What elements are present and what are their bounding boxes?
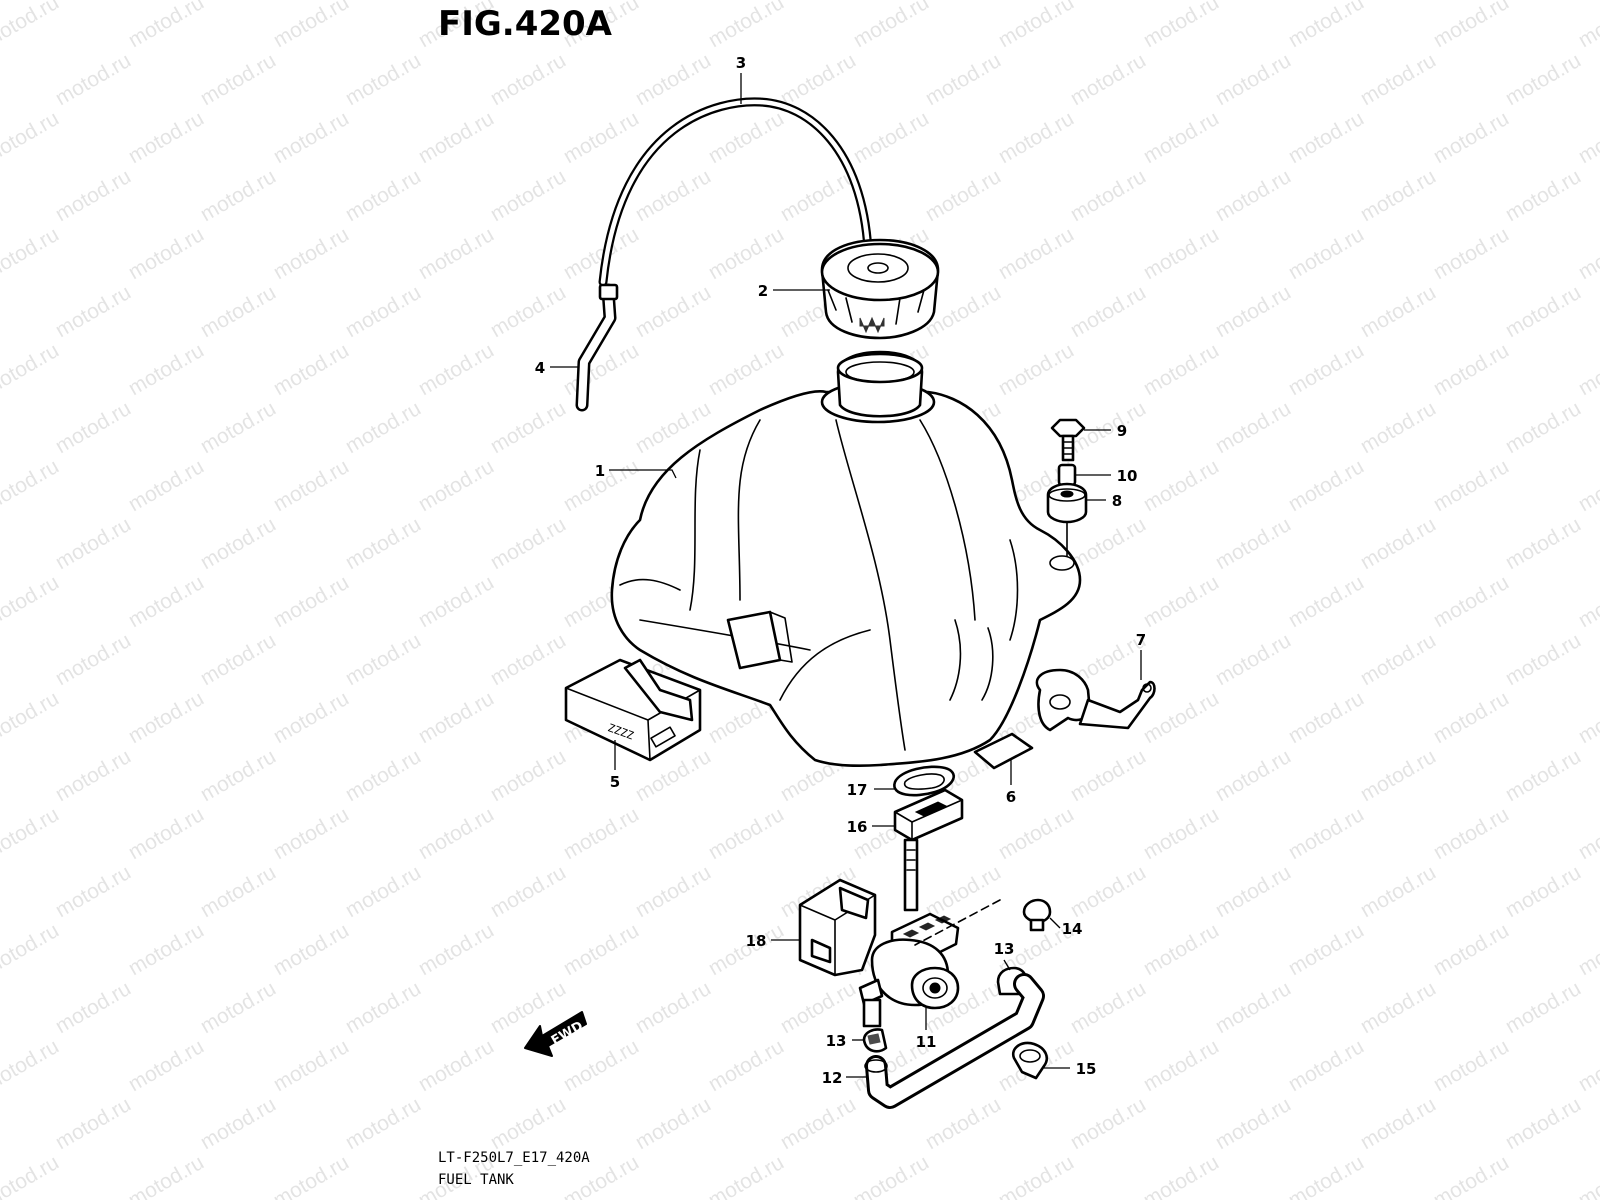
part-label-13-upper: 13 — [994, 940, 1015, 958]
part-label-10: 10 — [1117, 467, 1138, 485]
fuel-cap — [820, 238, 940, 340]
collar — [1057, 463, 1077, 487]
rear-mount-band — [1035, 668, 1156, 732]
figure-title: FIG.420A — [438, 4, 612, 44]
bolt — [1050, 418, 1086, 462]
part-label-14: 14 — [1062, 920, 1083, 938]
part-label-5: 5 — [610, 773, 620, 791]
part-label-11: 11 — [916, 1033, 937, 1051]
part-label-1: 1 — [595, 462, 605, 480]
screw — [1022, 898, 1052, 932]
fuel-valve — [858, 899, 1001, 1028]
cushion — [1046, 482, 1088, 524]
breather-hose — [598, 97, 873, 287]
part-label-18: 18 — [746, 932, 767, 950]
part-label-17: 17 — [847, 781, 868, 799]
breather-pipe — [575, 283, 619, 412]
part-label-8: 8 — [1112, 492, 1122, 510]
part-label-3: 3 — [736, 54, 746, 72]
hose-clamp — [1011, 1041, 1048, 1080]
part-label-12: 12 — [822, 1069, 843, 1087]
diagram-code: LT-F250L7_E17_420A — [438, 1150, 590, 1166]
part-label-2: 2 — [758, 282, 768, 300]
part-label-15: 15 — [1076, 1060, 1097, 1078]
part-labels: 3 2 4 1 5 6 7 8 9 10 11 12 13 13 14 15 1… — [535, 54, 1146, 1087]
fwd-arrow-icon: FWD — [524, 1011, 587, 1057]
valve-gasket — [893, 788, 964, 842]
valve-guard — [798, 878, 877, 977]
tank-bracket: ZZZZ — [564, 658, 702, 762]
leader-lines — [550, 73, 1142, 1078]
o-ring — [893, 765, 955, 797]
section-name: FUEL TANK — [438, 1172, 514, 1188]
part-label-16: 16 — [847, 818, 868, 836]
part-label-9: 9 — [1117, 422, 1127, 440]
part-label-4: 4 — [535, 359, 545, 377]
part-label-13-lower: 13 — [826, 1032, 847, 1050]
fuel-tank — [610, 350, 1082, 768]
clamp-lower — [862, 1028, 888, 1053]
part-label-7: 7 — [1136, 631, 1146, 649]
part-label-6: 6 — [1006, 788, 1016, 806]
valve-stem — [903, 838, 919, 912]
fuel-hose — [864, 973, 1045, 1109]
pad — [973, 732, 1034, 770]
